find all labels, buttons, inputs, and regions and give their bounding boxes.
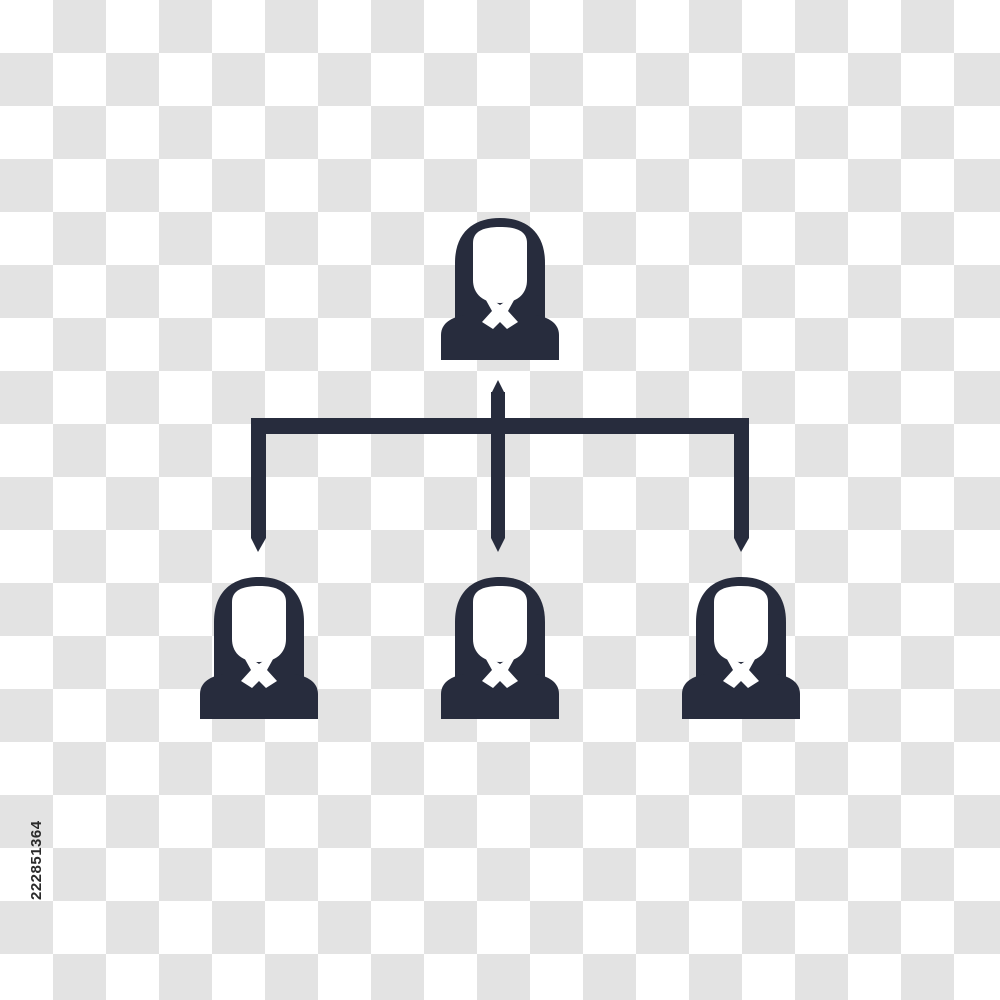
connector-lines	[251, 380, 749, 552]
person-top	[441, 218, 559, 360]
person-right	[682, 577, 800, 719]
stock-id-label: 222851364	[28, 820, 45, 900]
person-center	[441, 577, 559, 719]
person-left	[200, 577, 318, 719]
